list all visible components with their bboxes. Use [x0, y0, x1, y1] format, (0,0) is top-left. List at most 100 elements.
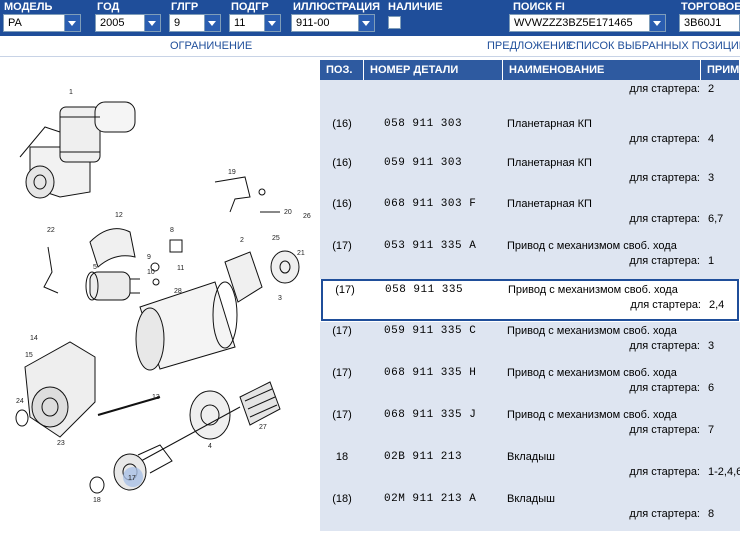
table-row[interactable]: 18 02B 911 213 Вкладыш для стартера: 1-2… [320, 448, 740, 490]
torgovoe-field[interactable]: 3B60J1 [679, 14, 740, 32]
drive-pinion [113, 444, 173, 491]
callout-2: 2 [240, 237, 244, 244]
cell-pos: (17) [332, 240, 352, 252]
callout-28: 28 [174, 288, 182, 295]
callout-15: 15 [25, 352, 33, 359]
table-row[interactable]: (17) 068 911 335 J Привод с механизмом с… [320, 406, 740, 448]
cell-app: для стартера: [629, 424, 700, 436]
cell-qty: 7 [708, 424, 715, 436]
chevron-down-icon[interactable] [64, 15, 80, 31]
col-pos[interactable]: ПОЗ. [320, 60, 364, 80]
table-row-selected[interactable]: (17) 058 911 335 Привод с механизмом сво… [321, 279, 739, 321]
search-fi-label: ПОИСК FI [513, 1, 565, 13]
glgr-select[interactable]: 9 [169, 14, 221, 32]
illustration-label: ИЛЛЮСТРАЦИЯ [293, 1, 381, 13]
restriction-link[interactable]: ОГРАНИЧЕНИЕ [170, 40, 253, 52]
availability-label: НАЛИЧИЕ [388, 1, 443, 13]
search-fi-select[interactable]: WVWZZZ3BZ5E171465 [509, 14, 666, 32]
col-name[interactable]: НАИМЕНОВАНИЕ [503, 60, 701, 80]
callout-18: 18 [93, 497, 101, 504]
cell-app: для стартера: [629, 255, 700, 267]
cell-part[interactable]: 068 911 335 H [384, 367, 477, 379]
cell-name: Привод с механизмом своб. хода [507, 325, 677, 337]
cell-app: для стартера: [629, 340, 700, 352]
cell-pos: (17) [332, 367, 352, 379]
col-part[interactable]: НОМЕР ДЕТАЛИ [364, 60, 503, 80]
cell-part[interactable]: 059 911 303 [384, 157, 463, 169]
cell-app: для стартера: [629, 508, 700, 520]
cell-part[interactable]: 02B 911 213 [384, 451, 463, 463]
col-qty[interactable]: ПРИМ [701, 60, 740, 80]
cell-app: для стартера: [629, 382, 700, 394]
table-row[interactable]: (16) 058 911 303 Планетарная КП для стар… [320, 114, 740, 153]
chevron-down-icon[interactable] [144, 15, 160, 31]
callout-19: 19 [228, 169, 236, 176]
callout-17: 17 [128, 475, 136, 482]
callout-20: 20 [284, 209, 292, 216]
cell-qty: 1-2,4,6 [708, 466, 740, 478]
cell-app: для стартера: [629, 466, 700, 478]
cell-pos: (16) [332, 157, 352, 169]
cell-pos: 18 [335, 451, 349, 463]
cell-part[interactable]: 02M 911 213 A [384, 493, 477, 505]
cell-pos: (17) [332, 409, 352, 421]
cell-name: Планетарная КП [507, 118, 592, 130]
model-label: МОДЕЛЬ [4, 1, 53, 13]
year-value: 2005 [100, 17, 125, 29]
cell-qty: 6,7 [708, 213, 724, 225]
illustration-value: 911-00 [296, 17, 330, 29]
table-row[interactable]: (17) 053 911 335 A Привод с механизмом с… [320, 237, 740, 279]
callout-4: 4 [208, 443, 212, 450]
cell-app: для стартера: [629, 172, 700, 184]
callout-8: 8 [170, 227, 174, 234]
starter-diagram-svg: 1 19 20 12 8 22 2 26 25 5 9 10 11 21 28 … [15, 89, 311, 504]
year-select[interactable]: 2005 [95, 14, 161, 32]
chevron-down-icon[interactable] [264, 15, 280, 31]
cell-app: для стартера: [629, 133, 700, 145]
podgr-value: 11 [234, 17, 246, 29]
callout-5: 5 [93, 264, 97, 271]
cell-part[interactable]: 068 911 303 F [384, 198, 477, 210]
availability-checkbox[interactable] [388, 16, 401, 29]
callout-26: 26 [303, 213, 311, 220]
selected-list-link[interactable]: СПИСОК ВЫБРАННЫХ ПОЗИЦИЙ [568, 40, 740, 52]
end-housing [24, 341, 96, 438]
chevron-down-icon[interactable] [649, 15, 665, 31]
callout-27: 27 [259, 424, 267, 431]
cell-part[interactable]: 058 911 303 [384, 118, 463, 130]
cell-pos: (17) [335, 284, 355, 296]
search-fi-value: WVWZZZ3BZ5E171465 [514, 17, 633, 29]
cell-part[interactable]: 058 911 335 [385, 284, 464, 296]
starter-assembly [19, 101, 136, 199]
cell-qty: 3 [708, 172, 715, 184]
torgovoe-label: ТОРГОВОЕ [681, 1, 740, 13]
callout-22: 22 [47, 227, 55, 234]
highlight-17[interactable] [123, 467, 143, 487]
table-row[interactable]: (18) 02M 911 213 A Вкладыш для стартера:… [320, 490, 740, 531]
chevron-down-icon[interactable] [358, 15, 374, 31]
model-value: PA [8, 17, 22, 29]
table-row[interactable]: (17) 059 911 335 C Привод с механизмом с… [320, 322, 740, 364]
illustration-select[interactable]: 911-00 [291, 14, 375, 32]
cell-part[interactable]: 059 911 335 C [384, 325, 477, 337]
offer-link[interactable]: ПРЕДЛОЖЕНИЕ [487, 40, 574, 52]
cell-part[interactable]: 068 911 335 J [384, 409, 477, 421]
table-row[interactable]: для стартера: 2 [320, 80, 740, 114]
callout-12: 12 [115, 212, 123, 219]
model-select[interactable]: PA [3, 14, 81, 32]
podgr-select[interactable]: 11 [229, 14, 281, 32]
filter-toolbar: МОДЕЛЬ PA ГОД 2005 ГЛГР 9 ПОДГР 11 ИЛЛЮС… [0, 0, 740, 36]
table-row[interactable]: (16) 059 911 303 Планетарная КП для стар… [320, 153, 740, 195]
cell-pos: (17) [332, 325, 352, 337]
cell-qty: 2 [708, 83, 715, 95]
cell-name: Привод с механизмом своб. хода [508, 284, 678, 296]
cell-part[interactable]: 053 911 335 A [384, 240, 477, 252]
cell-pos: (18) [332, 493, 352, 505]
callout-9: 9 [147, 254, 151, 261]
torgovoe-value: 3B60J1 [684, 17, 722, 29]
table-row[interactable]: (17) 068 911 335 H Привод с механизмом с… [320, 364, 740, 406]
table-row[interactable]: (16) 068 911 303 F Планетарная КП для ст… [320, 195, 740, 237]
cell-qty: 1 [708, 255, 715, 267]
chevron-down-icon[interactable] [204, 15, 220, 31]
callout-3: 3 [278, 295, 282, 302]
